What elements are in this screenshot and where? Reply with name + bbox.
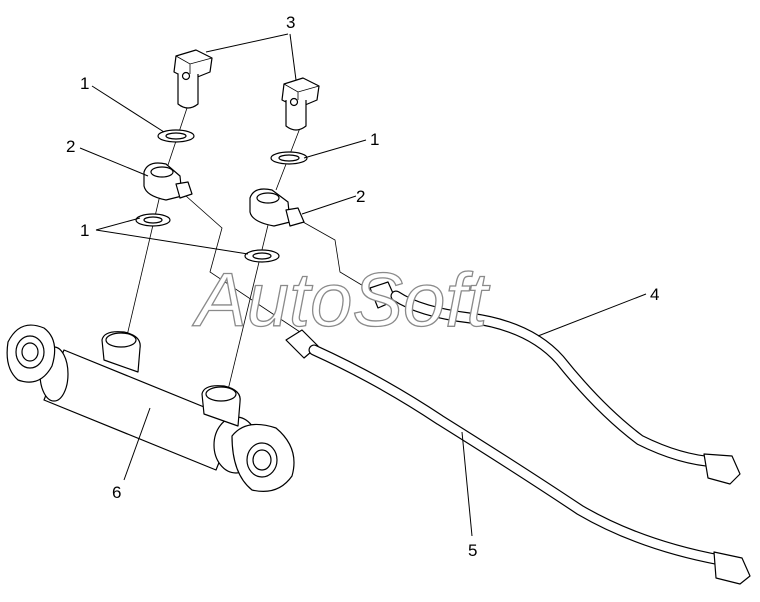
hose-upper: [369, 281, 741, 485]
washer-top-right: [270, 151, 308, 165]
callout-2-left: 2: [66, 137, 75, 156]
hydraulic-cylinder: [6, 324, 295, 492]
callout-3: 3: [286, 13, 295, 32]
banjo-bolt-left: [173, 49, 213, 109]
washer-mid-left: [135, 213, 171, 227]
banjo-bolt-right: [281, 77, 320, 131]
banjo-fitting-right: [249, 188, 305, 227]
washer-mid-right: [244, 249, 280, 263]
hose-lower: [285, 329, 751, 585]
callout-1-left: 1: [80, 221, 89, 240]
assembly-axes: [125, 104, 381, 391]
callout-5: 5: [468, 541, 477, 560]
callout-4: 4: [650, 285, 659, 304]
callout-1-top: 1: [80, 74, 89, 93]
banjo-fitting-left: [143, 162, 193, 201]
washer-top-left: [157, 129, 195, 143]
callout-6: 6: [112, 483, 121, 502]
callout-2-right: 2: [356, 187, 365, 206]
leader-lines: [79, 33, 647, 537]
watermark-text: AutoSoft: [192, 258, 490, 343]
callout-1-right: 1: [370, 130, 379, 149]
